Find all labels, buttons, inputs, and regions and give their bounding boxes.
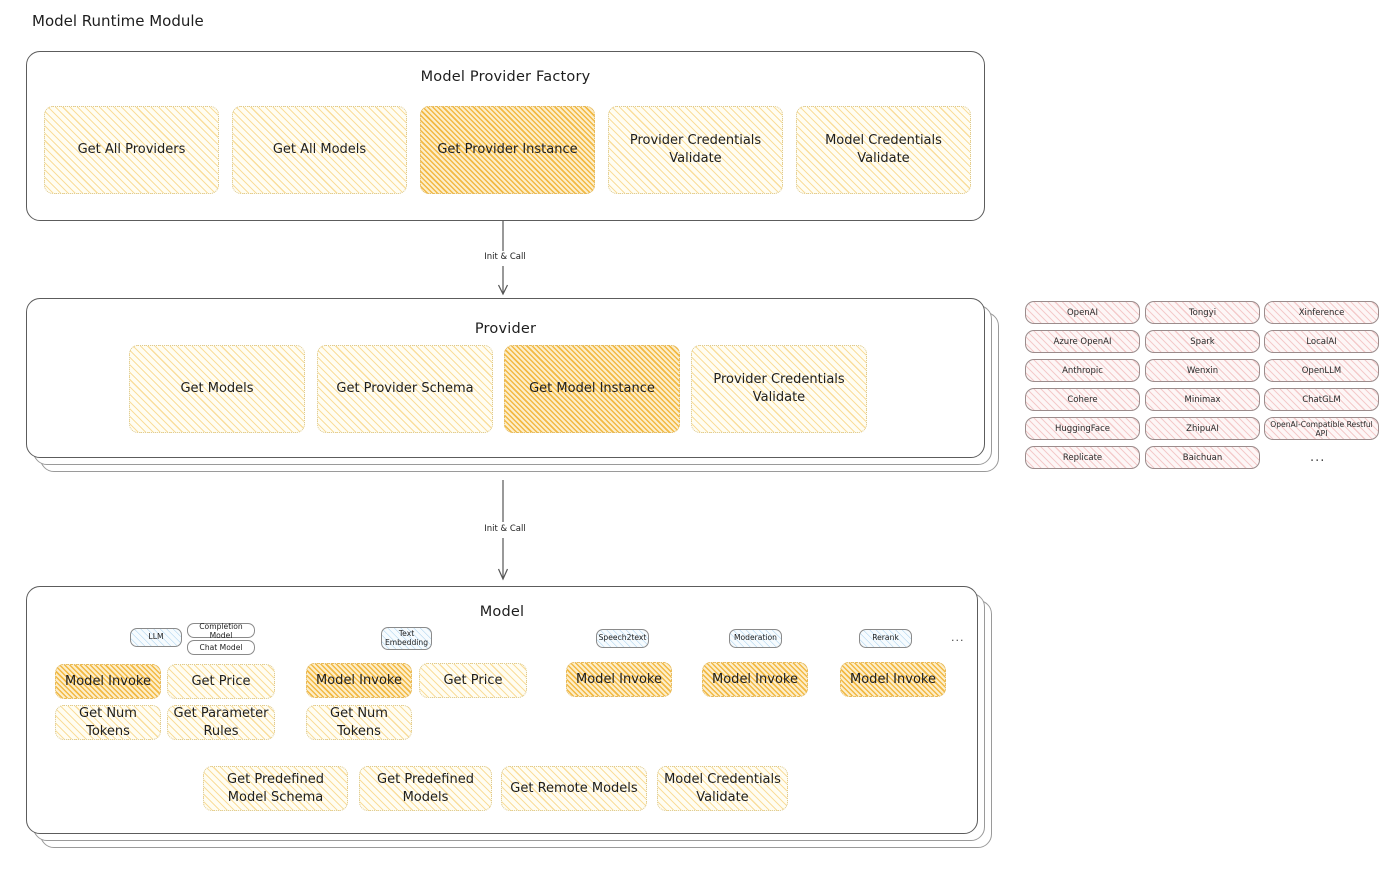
provider-pill-wenxin[interactable]: Wenxin <box>1145 359 1260 382</box>
factory-box-get-all-models[interactable]: Get All Models <box>232 106 407 194</box>
provider-pill-localai[interactable]: LocalAI <box>1264 330 1379 353</box>
provider-pill-openllm[interactable]: OpenLLM <box>1264 359 1379 382</box>
arrow-label-init-and-call-top: Init & Call <box>484 252 526 262</box>
llm-method-get-price[interactable]: Get Price <box>167 664 275 699</box>
rerank-method-model-invoke[interactable]: Model Invoke <box>840 662 946 697</box>
provider-pill-zhipuai[interactable]: ZhipuAI <box>1145 417 1260 440</box>
provider-pill-baichuan[interactable]: Baichuan <box>1145 446 1260 469</box>
provider-title: Provider <box>474 321 537 337</box>
text-embedding-method-get-num-tokens[interactable]: Get Num Tokens <box>306 705 412 740</box>
provider-pill-chatglm[interactable]: ChatGLM <box>1264 388 1379 411</box>
provider-pill-anthropic[interactable]: Anthropic <box>1025 359 1140 382</box>
provider-box-get-model-instance[interactable]: Get Model Instance <box>504 345 680 433</box>
provider-box-get-models[interactable]: Get Models <box>129 345 305 433</box>
model-common-method-get-predefined-models[interactable]: Get Predefined Models <box>359 766 492 811</box>
arrow-factory-to-provider <box>497 221 509 296</box>
model-common-method-model-credentials-validate[interactable]: Model Credentials Validate <box>657 766 788 811</box>
provider-box-get-provider-schema[interactable]: Get Provider Schema <box>317 345 493 433</box>
text-embedding-method-get-price[interactable]: Get Price <box>419 663 527 698</box>
model-provider-factory-title: Model Provider Factory <box>420 69 591 85</box>
text-embedding-method-model-invoke[interactable]: Model Invoke <box>306 663 412 698</box>
provider-pill-openai[interactable]: OpenAI <box>1025 301 1140 324</box>
factory-box-provider-credentials-validate[interactable]: Provider Credentials Validate <box>608 106 783 194</box>
model-subtag-chat-model[interactable]: Chat Model <box>187 640 255 655</box>
provider-pill-huggingface[interactable]: HuggingFace <box>1025 417 1140 440</box>
provider-pill-tongyi[interactable]: Tongyi <box>1145 301 1260 324</box>
speech2text-method-model-invoke[interactable]: Model Invoke <box>566 662 672 697</box>
llm-method-get-num-tokens[interactable]: Get Num Tokens <box>55 705 161 740</box>
model-types-more-ellipsis: ... <box>951 631 965 644</box>
llm-method-model-invoke[interactable]: Model Invoke <box>55 664 161 699</box>
provider-list-more-ellipsis: ... <box>1310 450 1326 465</box>
provider-pill-xinference[interactable]: Xinference <box>1264 301 1379 324</box>
provider-pill-replicate[interactable]: Replicate <box>1025 446 1140 469</box>
arrow-provider-to-model <box>497 480 509 581</box>
provider-pill-spark[interactable]: Spark <box>1145 330 1260 353</box>
model-type-tag-llm[interactable]: LLM <box>130 628 182 647</box>
provider-pill-openai-compatible-restful-api[interactable]: OpenAI-Compatible Restful API <box>1264 417 1379 440</box>
model-type-tag-speech2text[interactable]: Speech2text <box>596 629 649 648</box>
provider-box-provider-credentials-validate[interactable]: Provider Credentials Validate <box>691 345 867 433</box>
provider-pill-minimax[interactable]: Minimax <box>1145 388 1260 411</box>
factory-box-model-credentials-validate[interactable]: Model Credentials Validate <box>796 106 971 194</box>
arrow-label-init-and-call-bottom: Init & Call <box>484 524 526 534</box>
model-common-method-get-predefined-model-schema[interactable]: Get Predefined Model Schema <box>203 766 348 811</box>
provider-pill-cohere[interactable]: Cohere <box>1025 388 1140 411</box>
factory-box-get-provider-instance[interactable]: Get Provider Instance <box>420 106 595 194</box>
factory-box-get-all-providers[interactable]: Get All Providers <box>44 106 219 194</box>
page-title: Model Runtime Module <box>32 12 204 30</box>
provider-pill-azure-openai[interactable]: Azure OpenAI <box>1025 330 1140 353</box>
model-common-method-get-remote-models[interactable]: Get Remote Models <box>501 766 647 811</box>
model-subtag-completion-model[interactable]: Completion Model <box>187 622 255 640</box>
moderation-method-model-invoke[interactable]: Model Invoke <box>702 662 808 697</box>
llm-method-get-parameter-rules[interactable]: Get Parameter Rules <box>167 705 275 740</box>
model-type-tag-text-embedding[interactable]: Text Embedding <box>381 627 432 650</box>
model-type-tag-moderation[interactable]: Moderation <box>729 629 782 648</box>
model-title: Model <box>479 604 525 620</box>
model-type-tag-rerank[interactable]: Rerank <box>859 629 912 648</box>
